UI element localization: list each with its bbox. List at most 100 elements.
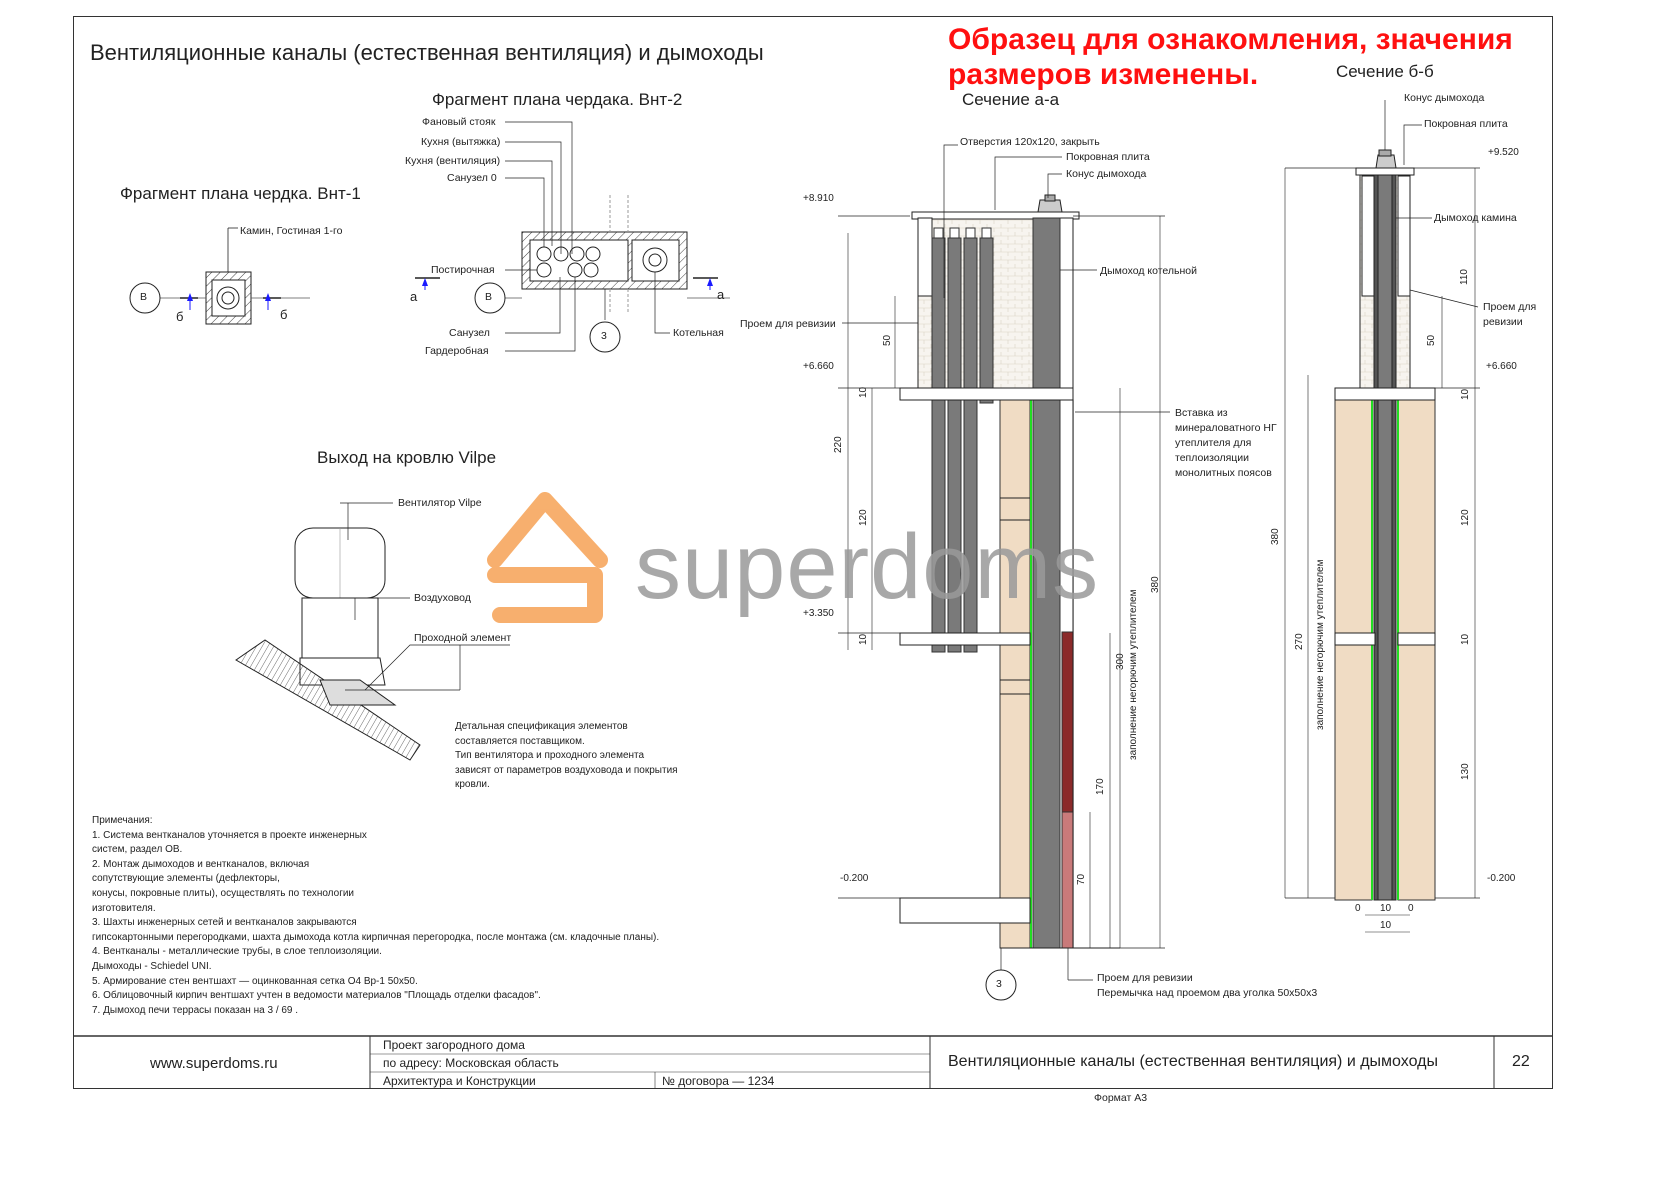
note-line: 6. Облицовочный кирпич вентшахт учтен в … [92,990,541,1002]
vnt2-label-3: Санузел 0 [447,172,497,184]
bb-dim-380: 380 [1270,528,1281,545]
aa-level-2: +3.350 [803,608,834,619]
cut-b-right: б [280,307,288,322]
notes-block: Примечания: 1. Система вентканалов уточн… [92,814,659,1018]
note-line: 1. Система вентканалов уточняется в прое… [92,829,367,841]
bb-dim-0a: 0 [1355,903,1361,914]
bb-dim-10a: 10 [1460,388,1471,400]
aa-dim-70: 70 [1076,873,1087,885]
axis-3-section: 3 [996,978,1002,990]
aa-cone: Конус дымохода [1066,168,1147,180]
vilpe-title: Выход на кровлю Vilpe [317,448,497,467]
aa-dim-380: 380 [1150,576,1161,593]
axis-v-2: В [485,291,493,303]
axis-v-1: В [140,291,148,303]
vnt2-label-1: Кухня (вытяжка) [421,136,501,148]
section-aa [838,144,1170,1001]
bb-cover: Покровная плита [1424,118,1508,130]
insert-line: монолитных поясов [1175,467,1272,479]
aa-dim-170: 170 [1095,778,1106,795]
insert-line: Вставка из [1175,407,1228,419]
title-block [73,1035,1553,1089]
sample-warning: Образец для ознакомления, значения разме… [948,23,1513,91]
vnt2-title: Фрагмент плана чердака. Внт-2 [432,90,683,109]
bb-fireplace: Дымоход камина [1434,212,1517,224]
sheet-frame [73,16,1553,1089]
aa-openings: Отверстия 120х120, закрыть [960,136,1100,148]
note-line: конусы, покровные плиты), осуществлять п… [92,887,355,899]
bb-dim-50: 50 [1426,334,1437,346]
site-link[interactable]: www.superdoms.ru [150,1055,278,1072]
vnt2-label-5: Санузел [449,327,490,339]
bb-dim-10d: 10 [1380,920,1392,931]
note-line: 3. Шахты инженерных сетей и вентканалов … [92,917,357,929]
vilpe-label-pass: Проходной элемент [414,632,512,644]
aa-insert: Вставка из минераловатного НГ утеплителя… [1175,406,1277,481]
bb-level-1: +6.660 [1486,361,1517,372]
watermark-text: superdoms [635,516,1100,618]
bb-revision: Проем для ревизии [1483,300,1536,330]
vilpe-roof-exit [235,502,510,761]
vnt2-label-7: Котельная [673,327,724,339]
sheet-title: Вентиляционные каналы (естественная вент… [948,1053,1438,1070]
discipline: Архитектура и Конструкции [383,1074,536,1088]
spec-line: зависят от параметров воздуховода и покр… [455,764,678,776]
bb-dim-10b: 10 [1460,633,1471,645]
bb-revision-line: Проем для [1483,301,1537,313]
spec-line: кровли. [455,779,490,791]
project-line1: Проект загородного дома [383,1038,525,1052]
bb-fill: заполнение негорючим утеплителем [1315,559,1326,730]
aa-dim-220: 220 [833,436,844,453]
aa-level-3: -0.200 [840,873,869,884]
aa-lintel: Перемычка над проемом два уголка 50х50х3 [1097,987,1318,999]
note-line: 7. Дымоход печи террасы показан на 3 / 6… [92,1004,299,1016]
aa-dim-10a: 10 [858,386,869,398]
bb-dim-270: 270 [1294,633,1305,650]
aa-revision: Проем для ревизии [740,318,836,330]
note-line: гипсокартонными перегородками, шахта дым… [92,931,660,943]
section-bb [1284,100,1480,933]
cut-a-right: а [717,287,725,302]
insert-line: теплоизоляции [1175,452,1250,464]
note-line: 4. Вентканалы - металлические трубы, в с… [92,946,382,958]
note-line: сопутствующие элементы (дефлекторы, [92,873,280,885]
note-line: изготовителя. [92,902,156,914]
plan-vnt1 [129,227,310,325]
aa-dim-50: 50 [882,334,893,346]
vilpe-label-fan: Вентилятор Vilpe [398,497,482,509]
note-line: 5. Армирование стен вентшахт — оцинкован… [92,975,418,987]
note-line: 2. Монтаж дымоходов и вентканалов, включ… [92,858,310,870]
insert-line: минераловатного НГ [1175,422,1277,434]
vnt2-label-2: Кухня (вентиляция) [405,155,501,167]
axis-3-plan: 3 [601,330,607,342]
vnt2-label-4: Постирочная [431,264,495,276]
aa-level-0: +8.910 [803,193,834,204]
bb-level-0: +9.520 [1488,147,1519,158]
drawing-canvas [73,100,1553,1089]
bb-revision-line: ревизии [1483,316,1523,328]
bb-dim-130: 130 [1460,763,1471,780]
vnt1-title: Фрагмент плана чердка. Внт-1 [120,184,361,203]
aa-dim-300: 300 [1115,653,1126,670]
cut-a-left: а [410,289,418,304]
spec-line: Тип вентилятора и проходного элемента [455,750,645,762]
vnt2-label-0: Фановый стояк [422,116,496,128]
section-aa-title: Сечение а-а [962,90,1060,109]
aa-level-1: +6.660 [803,361,834,372]
insert-line: утеплителя для [1175,437,1252,449]
bb-dim-10c: 10 [1380,903,1392,914]
aa-fill: заполнение негорючим утеплителем [1128,589,1139,760]
aa-dim-10b: 10 [858,633,869,645]
note-line: Примечания: [92,815,153,826]
bb-level-2: -0.200 [1487,873,1516,884]
note-line: Дымоходы - Schiedel UNI. [92,960,212,972]
bb-dim-110: 110 [1459,269,1470,285]
vilpe-label-duct: Воздуховод [414,592,471,604]
vnt1-label: Камин, Гостиная 1-го [240,225,343,237]
format-label: Формат А3 [1094,1092,1148,1104]
cut-b-left: б [176,309,184,324]
spec-line: составляется поставщиком. [455,735,585,747]
aa-boiler-flue: Дымоход котельной [1100,265,1197,277]
bb-cone: Конус дымохода [1404,92,1485,104]
aa-revision2: Проем для ревизии [1097,972,1193,984]
